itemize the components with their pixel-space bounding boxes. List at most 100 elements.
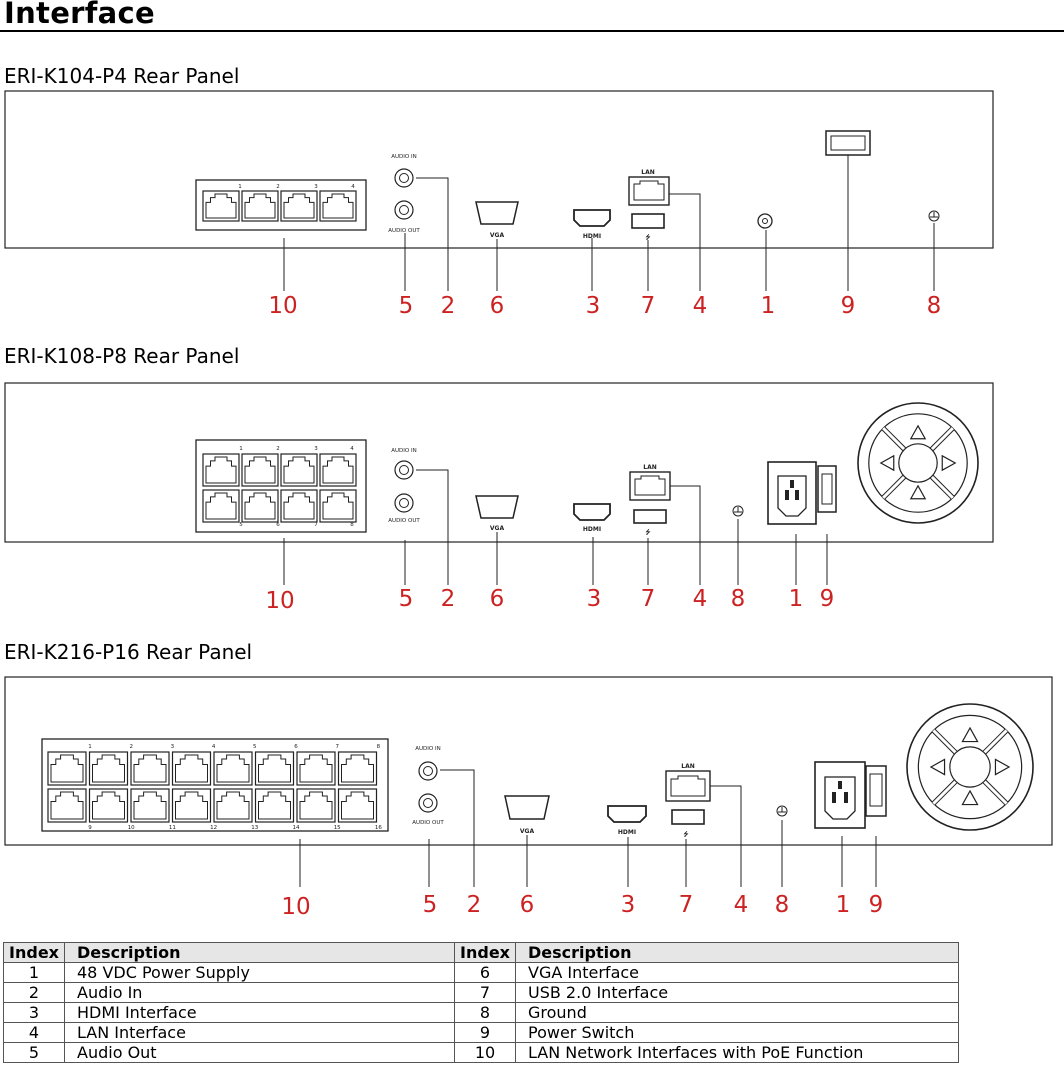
rj45-port (241, 453, 279, 487)
title-underline (0, 30, 1064, 32)
index-cell: 3 (3, 1002, 65, 1023)
callout-4: 4 (693, 586, 708, 612)
callout-6: 6 (490, 293, 505, 319)
usb-port (633, 509, 667, 524)
ac-power-inlet-socket (777, 475, 807, 517)
port-number: 13 (251, 825, 258, 831)
rj45-port (280, 489, 318, 523)
index-cell: 6 (454, 962, 516, 983)
callout-3: 3 (586, 293, 601, 319)
callout-10: 10 (281, 894, 310, 920)
callout-4: 4 (734, 892, 749, 918)
index-cell: 7 (454, 982, 516, 1003)
panel-3-leaders (299, 769, 877, 887)
panel-1-title: ERI-K104-P4 Rear Panel (4, 64, 240, 88)
description-cell: LAN Network Interfaces with PoE Function (515, 1042, 959, 1063)
port-number: 8 (377, 744, 381, 750)
fan-icon (906, 703, 1034, 831)
lan-port-socket (670, 775, 706, 797)
panel-3-callouts: 10 5 2 6 3 7 4 8 1 9 (281, 892, 883, 920)
power-switch-rocker (821, 473, 833, 505)
rj45-port (171, 788, 212, 823)
rj45-port (319, 453, 357, 487)
panel-3-title: ERI-K216-P16 Rear Panel (4, 640, 253, 664)
index-cell: 1 (3, 962, 65, 983)
fan-icon (857, 402, 979, 524)
lan-label: LAN (641, 169, 655, 176)
power-switch-rocker (869, 773, 883, 807)
port-number: 12 (210, 825, 217, 831)
description-cell: LAN Interface (64, 1022, 455, 1043)
lan-label: LAN (643, 464, 657, 471)
callout-5: 5 (399, 586, 414, 612)
usb-icon: ⭍ (684, 830, 689, 838)
callout-8: 8 (731, 586, 746, 612)
port-number: 3 (314, 184, 318, 190)
rj45-port (319, 190, 357, 222)
rj45-port (280, 453, 318, 487)
description-cell: HDMI Interface (64, 1002, 455, 1023)
rj45-port (202, 453, 240, 487)
port-number: 8 (350, 522, 354, 528)
rj45-port (202, 489, 240, 523)
table-header: Index (3, 942, 65, 963)
vga-port (475, 495, 519, 519)
index-cell: 8 (454, 1002, 516, 1023)
usb-icon: ⭍ (646, 233, 651, 241)
port-number: 2 (276, 446, 280, 452)
hdmi-label: HDMI (618, 829, 636, 836)
rj45-port (319, 489, 357, 523)
table-header: Index (454, 942, 516, 963)
lan-label: LAN (681, 763, 695, 770)
callout-7: 7 (679, 892, 694, 918)
panel-2-leaders (283, 469, 828, 585)
callout-10: 10 (265, 588, 294, 614)
port-number: 15 (334, 825, 341, 831)
rj45-port (213, 788, 253, 823)
vga-port (504, 795, 550, 820)
audio-in-label: AUDIO IN (391, 154, 416, 160)
index-cell: 2 (3, 982, 65, 1003)
vga-port (475, 201, 519, 225)
vga-label: VGA (490, 525, 505, 532)
port-number: 3 (314, 446, 318, 452)
rj45-port (296, 788, 336, 823)
callout-9: 9 (841, 293, 856, 319)
description-cell: Audio Out (64, 1042, 455, 1063)
callout-8: 8 (775, 892, 790, 918)
port-number: 1 (238, 184, 242, 190)
rj45-port (88, 751, 129, 786)
description-cell: USB 2.0 Interface (515, 982, 959, 1003)
lan-port-socket (633, 180, 665, 201)
usb-port (671, 809, 705, 825)
rj45-port (337, 788, 378, 823)
rj45-port (171, 751, 212, 786)
power-switch-rocker (830, 135, 866, 151)
ground-icon (776, 805, 788, 817)
callout-10: 10 (268, 293, 297, 319)
port-number: 4 (212, 744, 216, 750)
callout-6: 6 (520, 892, 535, 918)
rj45-port (88, 788, 129, 823)
rj45-port (254, 751, 295, 786)
callout-1: 1 (836, 892, 851, 918)
callout-2: 2 (441, 586, 456, 612)
rj45-port (241, 190, 279, 222)
audio-in-jack-inner (423, 766, 433, 776)
audio-out-jack-inner (423, 798, 433, 808)
table-header: Description (515, 942, 959, 963)
rj45-port (254, 788, 295, 823)
usb-port (631, 213, 665, 229)
hdmi-port (607, 805, 647, 823)
hdmi-port (573, 209, 611, 227)
port-number: 6 (276, 522, 280, 528)
page-title: Interface (4, 0, 156, 30)
audio-in-label: AUDIO IN (391, 448, 416, 454)
audio-in-jack-inner (399, 465, 409, 475)
panel-1-callouts: 10 5 2 6 3 7 4 1 9 8 (268, 293, 941, 319)
rj45-port (130, 751, 170, 786)
